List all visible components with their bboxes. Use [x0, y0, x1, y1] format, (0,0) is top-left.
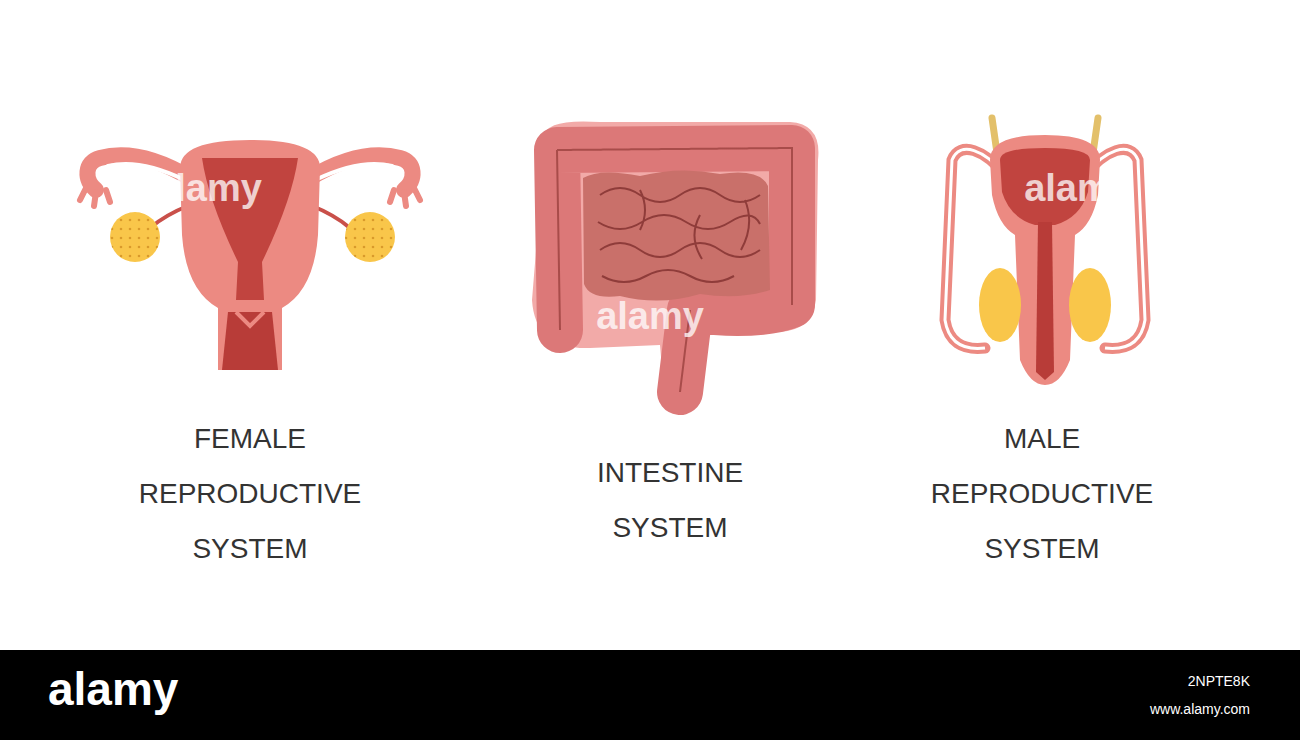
female-organs: [80, 140, 420, 370]
intestine-organs: [532, 121, 818, 407]
watermark: alamy: [138, 168, 278, 208]
watermark: alamy: [1008, 168, 1148, 208]
caption: MALE REPRODUCTIVE SYSTEM: [912, 411, 1172, 576]
caption: FEMALE REPRODUCTIVE SYSTEM: [120, 411, 380, 576]
logo: alamy: [48, 662, 248, 716]
caption: INTESTINE SYSTEM: [570, 445, 770, 555]
watermark: alamy: [580, 296, 720, 336]
image-id: 2NPTE8K: [1090, 672, 1250, 690]
male-organs: [945, 118, 1145, 385]
site-url: www.alamy.com: [1090, 700, 1250, 718]
footer-bar: [0, 650, 1300, 740]
